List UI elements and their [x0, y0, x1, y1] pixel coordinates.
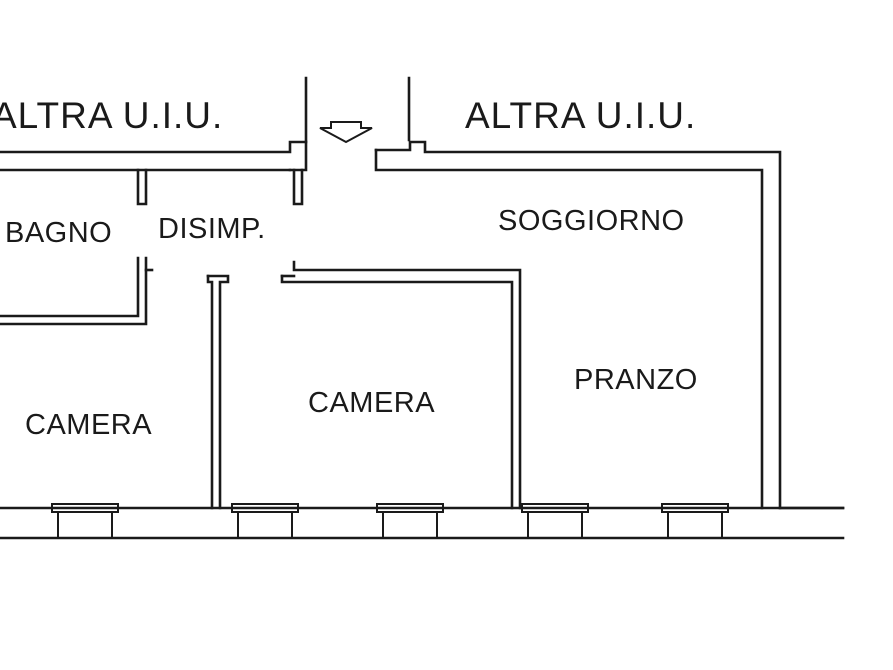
window-3 [376, 503, 444, 538]
entrance-arrow-icon [319, 121, 373, 144]
room-label-dining: PRANZO [574, 364, 698, 396]
north-east-wall-inner [374, 148, 764, 510]
room-label-hall: DISIMP. [158, 213, 266, 245]
room-label-living: SOGGIORNO [498, 205, 685, 237]
entrance-jamb-left [288, 140, 308, 172]
bathroom-wall-south-inner [0, 256, 140, 318]
room-label-bathroom: BAGNO [5, 217, 112, 249]
center-bedroom-wall-inner [280, 274, 514, 510]
north-wall-outer-left [0, 140, 308, 154]
north-east-wall-outer [374, 140, 782, 510]
window-2 [231, 503, 299, 538]
bedroom-partition-east [206, 274, 230, 510]
left-unit-label: ALTRA U.I.U. [0, 95, 223, 136]
bedroom-partition-west [206, 274, 214, 510]
bathroom-door-jamb-top [136, 168, 148, 206]
window-4 [521, 503, 589, 538]
room-label-bedroom-left: CAMERA [25, 409, 152, 441]
right-unit-label: ALTRA U.I.U. [465, 95, 696, 136]
hall-door-jamb [292, 168, 304, 206]
window-5 [661, 503, 729, 538]
bathroom-wall-south-outer [0, 256, 148, 326]
center-bedroom-wall-outer [292, 260, 522, 510]
room-label-bedroom-center: CAMERA [308, 387, 435, 419]
window-1 [51, 503, 119, 538]
